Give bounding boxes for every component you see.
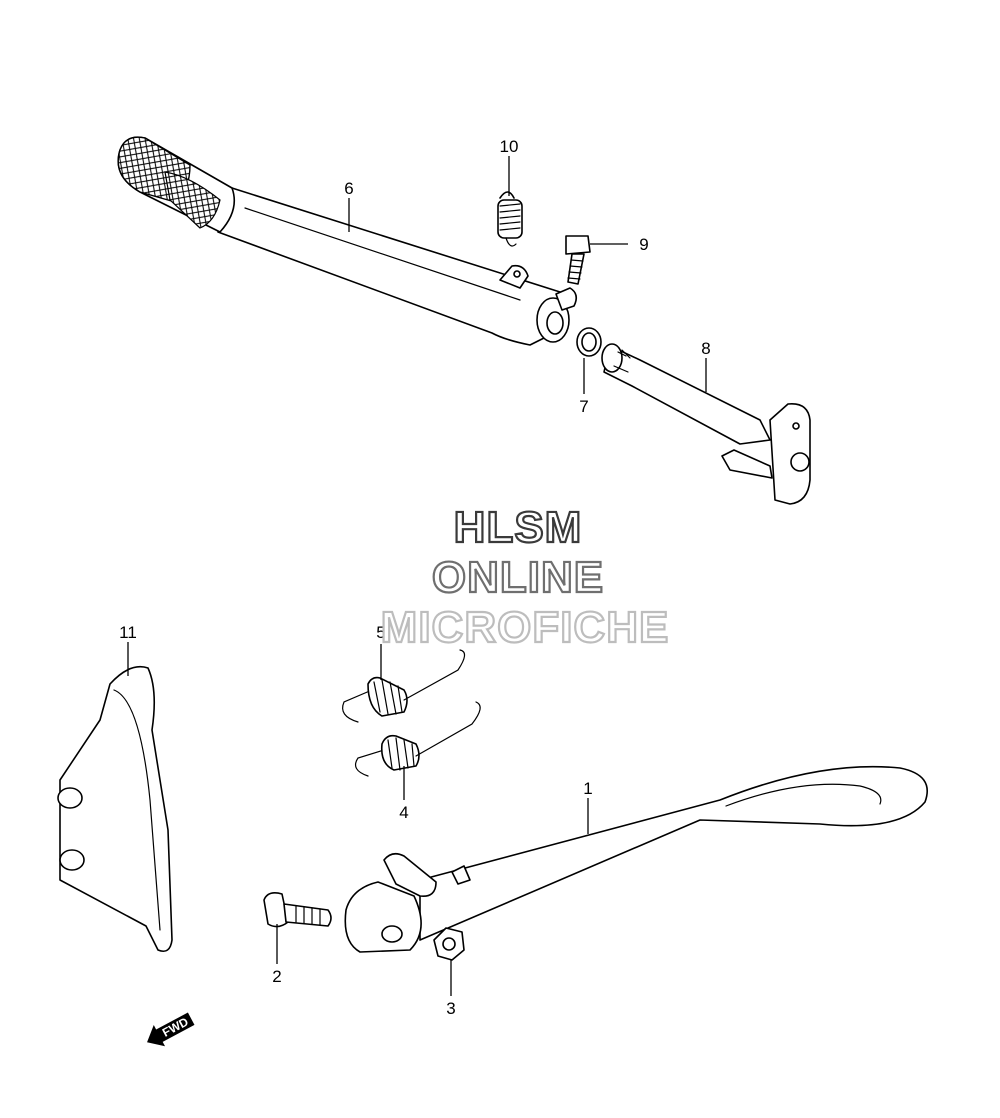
spring-part-5[interactable] xyxy=(342,649,466,723)
callout-1[interactable]: 1 xyxy=(583,779,592,798)
callout-4[interactable]: 4 xyxy=(399,803,408,822)
callout-2[interactable]: 2 xyxy=(272,967,281,986)
spring-part-10[interactable] xyxy=(497,191,523,247)
fwd-arrow: FWD xyxy=(147,1012,195,1047)
kick-lever-part-6[interactable] xyxy=(117,136,578,346)
callout-3[interactable]: 3 xyxy=(446,999,455,1018)
callout-10[interactable]: 10 xyxy=(500,137,519,156)
callouts: 6 10 9 7 8 5 4 1 2 3 11 xyxy=(119,137,711,1018)
callout-11[interactable]: 11 xyxy=(119,623,137,642)
guard-part-11[interactable] xyxy=(57,665,173,953)
washer-part-7[interactable] xyxy=(576,327,602,357)
watermark-line-1: HLSM xyxy=(454,503,583,552)
bolt-part-9[interactable] xyxy=(565,235,591,285)
leader-lines xyxy=(127,156,707,996)
watermark: HLSM ONLINE MICROFICHE xyxy=(380,502,670,653)
pivot-bolt-part-2[interactable] xyxy=(263,892,332,928)
callout-8[interactable]: 8 xyxy=(701,339,710,358)
fwd-arrow-icon xyxy=(147,1012,195,1047)
spring-part-4[interactable] xyxy=(355,701,481,777)
watermark-line-3: MICROFICHE xyxy=(381,603,670,652)
watermark-line-2: ONLINE xyxy=(432,553,604,602)
callout-9[interactable]: 9 xyxy=(639,235,648,254)
callout-7[interactable]: 7 xyxy=(579,397,588,416)
kick-shaft-part-8[interactable] xyxy=(601,343,811,505)
callout-5[interactable]: 5 xyxy=(376,623,385,642)
callout-6[interactable]: 6 xyxy=(344,179,353,198)
side-stand-part-1[interactable] xyxy=(344,765,928,953)
nut-part-3[interactable] xyxy=(433,927,465,961)
